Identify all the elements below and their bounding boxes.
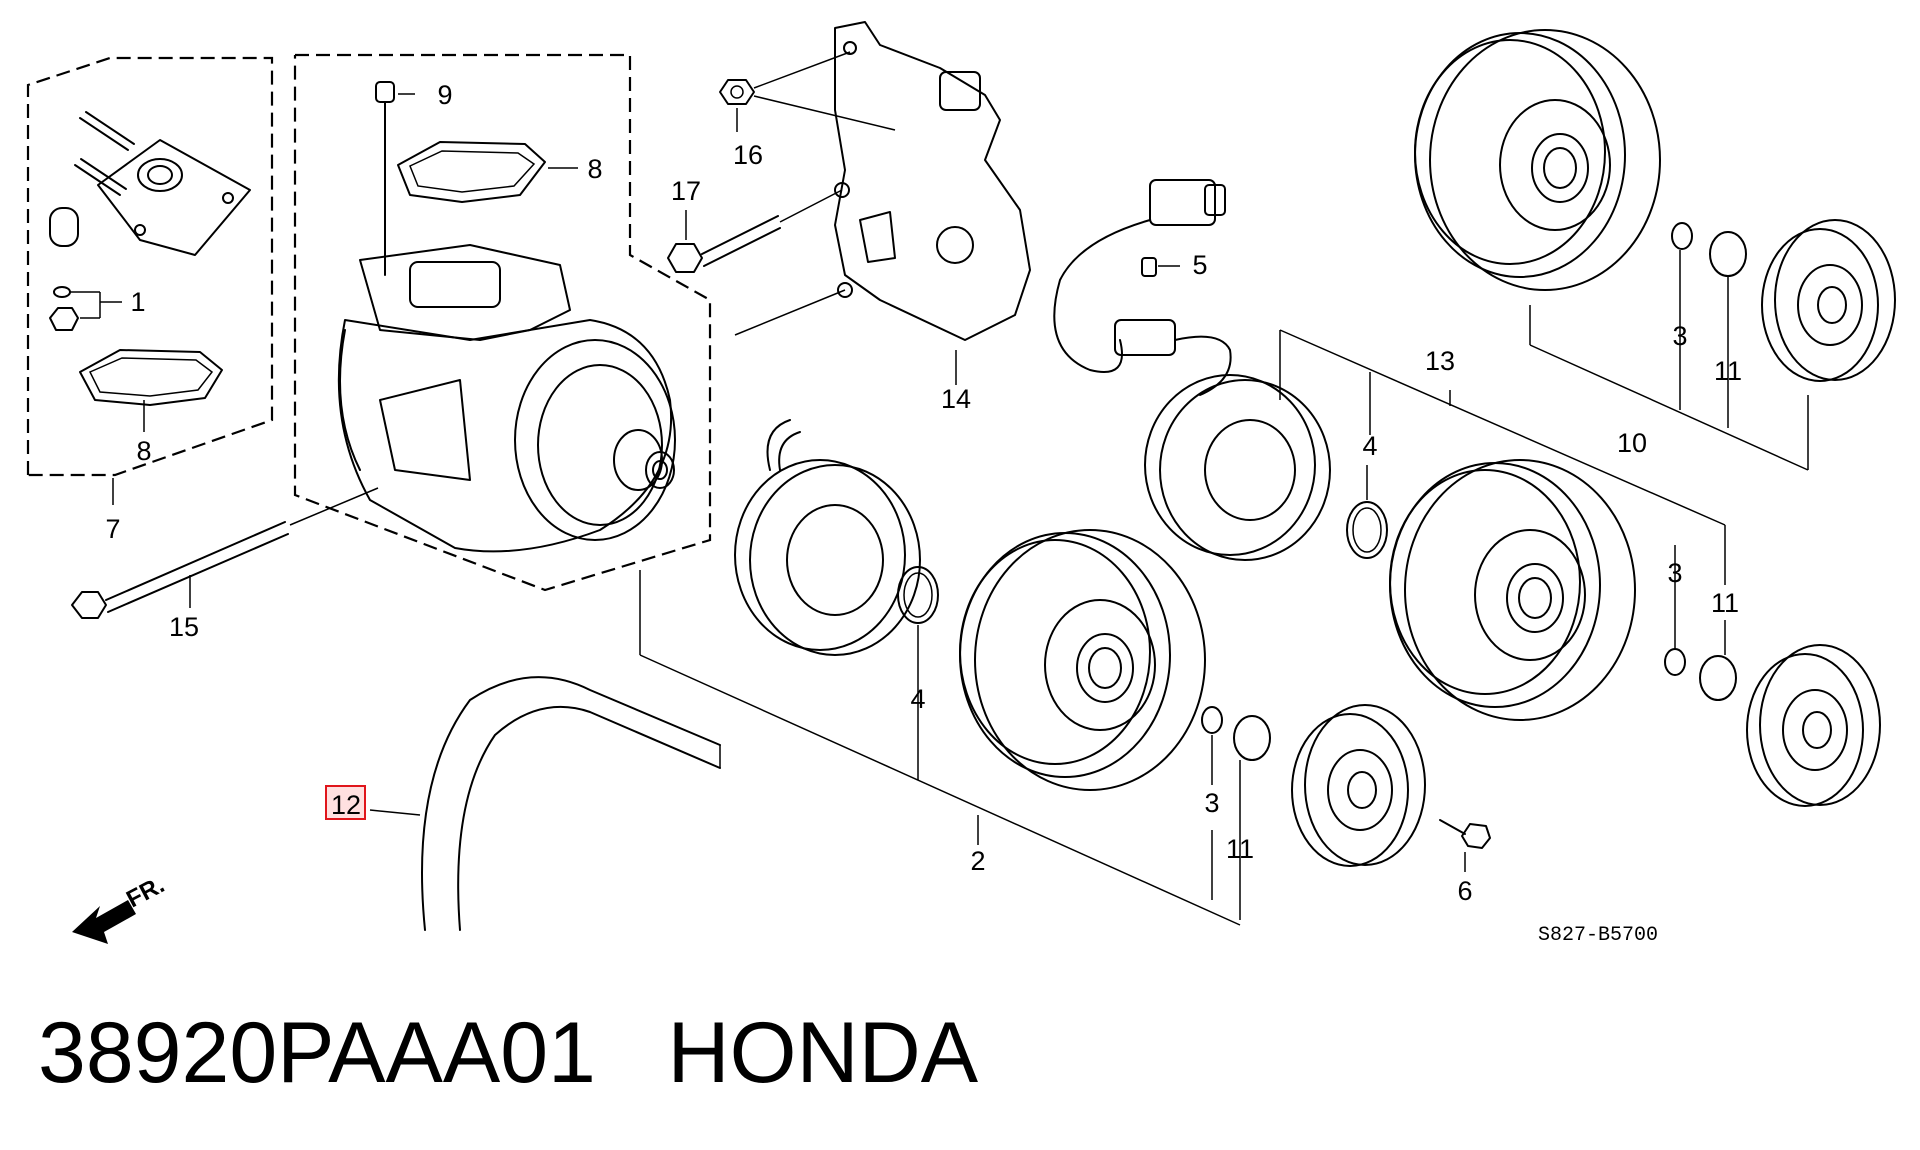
pulley-top xyxy=(1414,29,1661,291)
compressor-assembly xyxy=(71,53,712,619)
diagram-code: S827-B5700 xyxy=(1538,924,1658,947)
compressor-bracket xyxy=(667,21,1031,385)
callout-4: 4 xyxy=(910,684,925,714)
pulley-bottom xyxy=(959,529,1206,791)
callout-5: 5 xyxy=(1192,250,1207,280)
pulley-middle xyxy=(1389,459,1636,721)
callout-4: 4 xyxy=(1362,431,1377,461)
drive-belt xyxy=(369,676,721,931)
leader-lines xyxy=(639,250,1809,926)
callout-3: 3 xyxy=(1672,321,1687,351)
callout-16: 16 xyxy=(733,140,763,170)
callout-2: 2 xyxy=(970,846,985,876)
callout-12-highlight xyxy=(325,785,366,820)
callout-11: 11 xyxy=(1714,356,1742,386)
pressure-plate-middle xyxy=(1746,644,1881,807)
callout-11: 11 xyxy=(1226,834,1254,864)
callout-14: 14 xyxy=(941,384,971,414)
callout-9: 9 xyxy=(437,80,452,110)
callout-3: 3 xyxy=(1204,788,1219,818)
callout-12: 12 xyxy=(331,790,361,820)
callout-1: 1 xyxy=(130,287,145,317)
front-arrow-icon: FR. xyxy=(72,871,169,944)
callout-8: 8 xyxy=(587,154,602,184)
field-coil-left xyxy=(734,419,939,656)
callout-3: 3 xyxy=(1667,558,1682,588)
shims-and-rings xyxy=(1201,222,1747,872)
pressure-plate-bottom xyxy=(1291,704,1426,867)
callout-7: 7 xyxy=(105,514,120,544)
callout-10: 10 xyxy=(1617,428,1647,458)
intake-fitting-group xyxy=(26,56,274,505)
callout-15: 15 xyxy=(169,612,199,642)
pressure-plate-top xyxy=(1761,219,1896,382)
callout-6: 6 xyxy=(1457,876,1472,906)
wire-harness xyxy=(1053,179,1232,396)
callout-13: 13 xyxy=(1425,346,1455,376)
part-number-caption: 38920PAAA01 HONDA xyxy=(38,1005,979,1101)
callout-11: 11 xyxy=(1711,588,1739,618)
callout-8: 8 xyxy=(136,436,151,466)
callout-17: 17 xyxy=(671,176,701,206)
field-coil-right xyxy=(1144,374,1388,561)
